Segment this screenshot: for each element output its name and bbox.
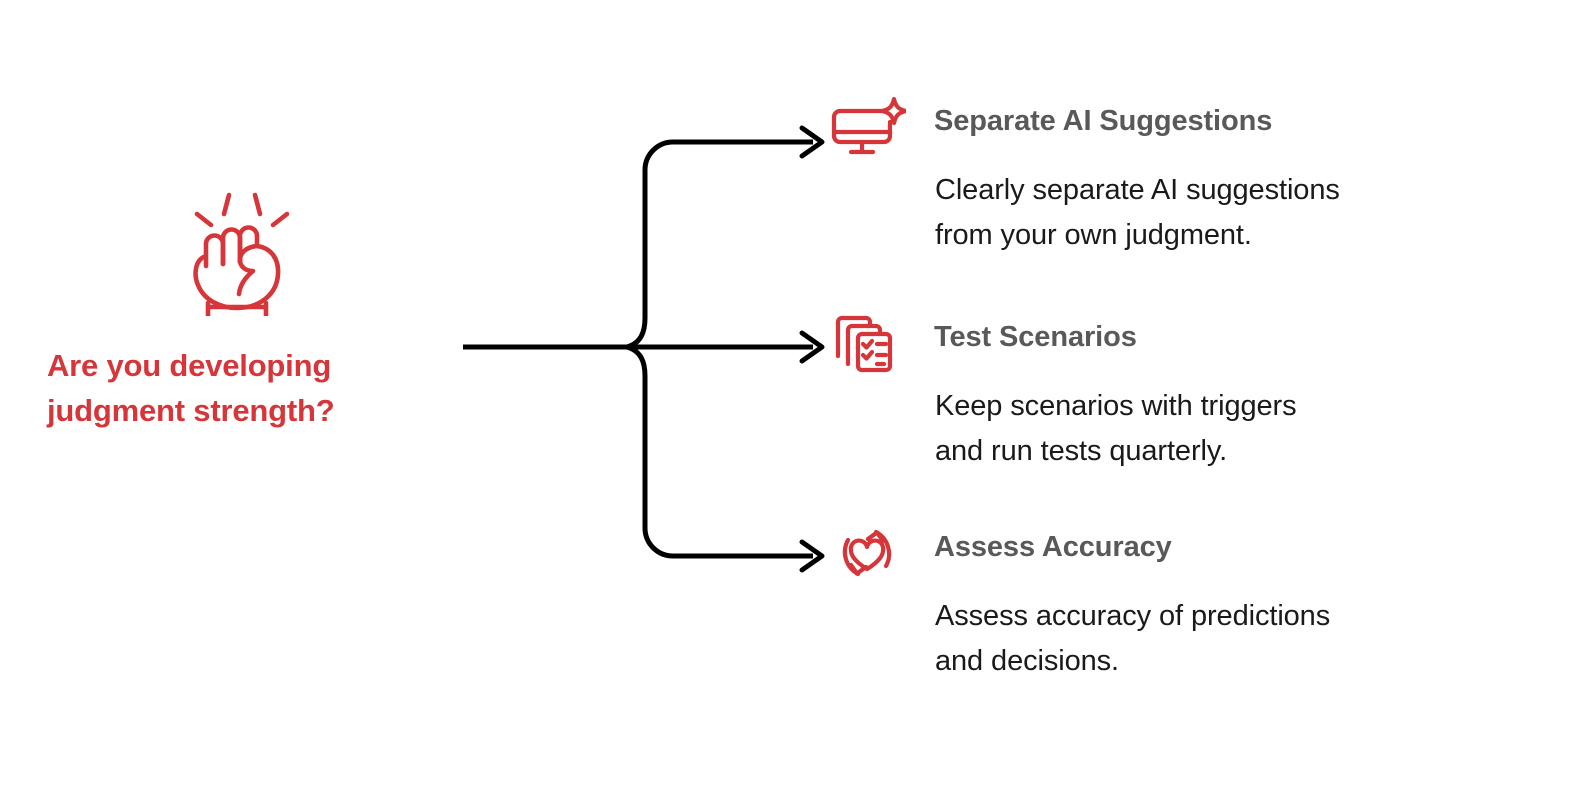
arrowhead-bottom xyxy=(799,539,825,573)
branch-item-header: Separate AI Suggestions xyxy=(828,96,1548,158)
branch-connector xyxy=(455,100,840,590)
question-line-1: Are you developing xyxy=(47,348,332,383)
question-line-2: judgment strength? xyxy=(47,393,335,428)
branch-item-header: Assess Accuracy xyxy=(828,522,1548,584)
checklist-documents-icon xyxy=(828,312,906,374)
description-line-2: from your own judgment. xyxy=(935,219,1252,251)
arrowhead-top xyxy=(799,125,825,159)
branch-item-description: Keep scenarios with triggers and run tes… xyxy=(935,384,1535,474)
description-line-2: and decisions. xyxy=(935,645,1119,677)
description-line-1: Assess accuracy of predictions xyxy=(935,600,1331,632)
branch-item-title: Assess Accuracy xyxy=(934,531,1172,563)
branch-item-description: Clearly separate AI suggestions from you… xyxy=(935,168,1535,258)
description-line-2: and run tests quarterly. xyxy=(935,435,1228,467)
branch-item-description: Assess accuracy of predictions and decis… xyxy=(935,594,1535,684)
branch-item-separate-ai-suggestions: Separate AI Suggestions Clearly separate… xyxy=(828,96,1548,258)
branch-item-title: Test Scenarios xyxy=(934,321,1137,353)
branch-item-title: Separate AI Suggestions xyxy=(934,105,1273,137)
branch-item-test-scenarios: Test Scenarios Keep scenarios with trigg… xyxy=(828,312,1548,474)
connector-branch-top xyxy=(626,139,813,350)
branch-item-assess-accuracy: Assess Accuracy Assess accuracy of predi… xyxy=(828,522,1548,684)
branch-item-header: Test Scenarios xyxy=(828,312,1548,374)
raised-fist-icon xyxy=(182,190,302,319)
description-line-1: Clearly separate AI suggestions xyxy=(935,174,1340,206)
monitor-sparkle-icon xyxy=(828,96,909,158)
arrowhead-middle xyxy=(799,330,825,364)
page-title: Are you developing judgment strength? xyxy=(47,343,447,433)
heart-refresh-icon xyxy=(828,522,906,584)
question-block: Are you developing judgment strength? xyxy=(40,190,440,450)
description-line-1: Keep scenarios with triggers xyxy=(935,390,1297,422)
connector-branch-bottom xyxy=(626,344,813,559)
